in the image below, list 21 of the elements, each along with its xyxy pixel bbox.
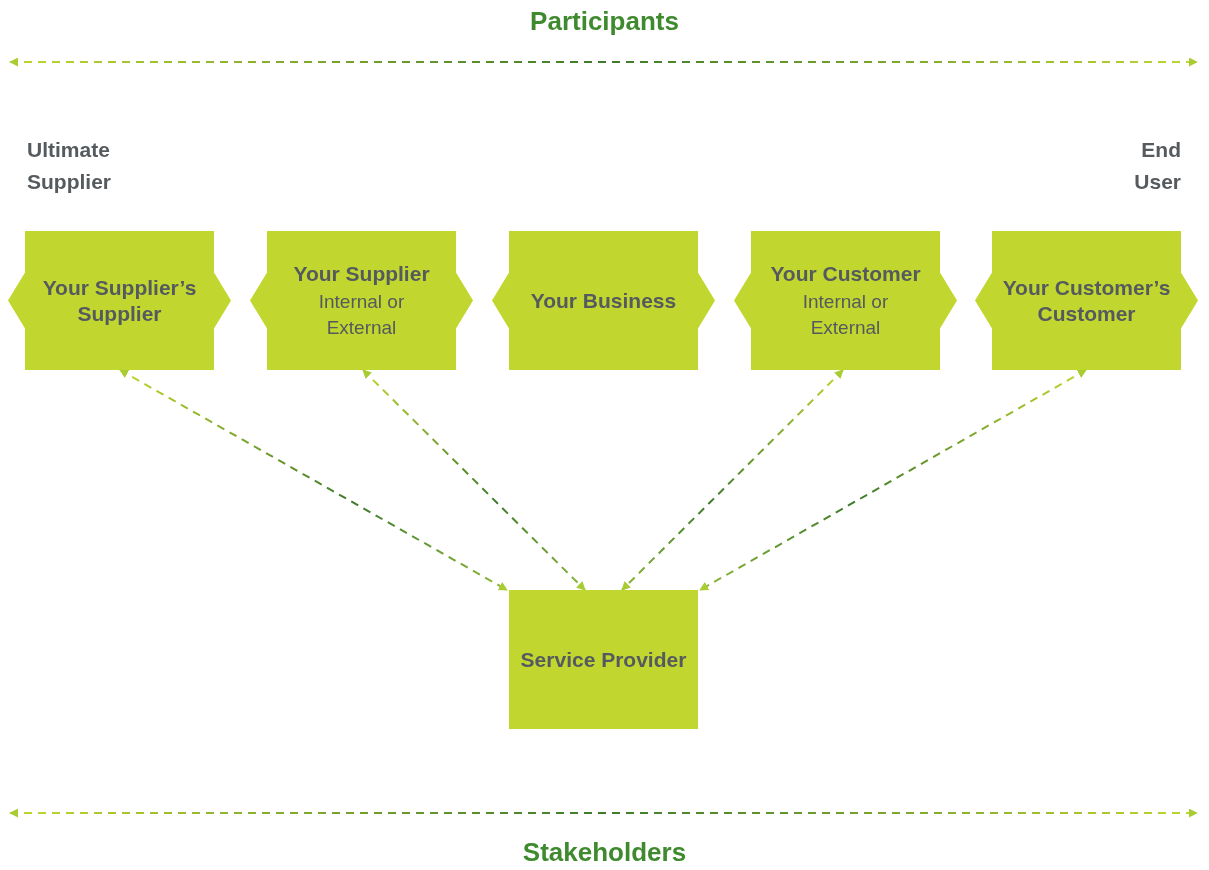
heading: Stakeholders xyxy=(522,837,687,868)
process-chevron-box xyxy=(250,231,473,370)
connector-arrow xyxy=(362,369,586,591)
process-chevron-box xyxy=(8,231,231,370)
connector-arrow xyxy=(119,369,508,591)
box-title: Your Supplier’s Supplier xyxy=(41,274,198,327)
connector-arrow xyxy=(699,369,1087,591)
side-label: End User xyxy=(1133,137,1181,195)
heading: Participants xyxy=(530,6,679,37)
box-subtitle: Internal or External xyxy=(801,289,890,340)
box-title: Your Customer xyxy=(770,260,921,287)
process-chevron-box xyxy=(734,231,957,370)
process-chevron-box xyxy=(492,231,715,370)
box-subtitle: Internal or External xyxy=(317,289,406,340)
box-title: Your Customer’s Customer xyxy=(1001,274,1172,327)
box-title: Your Supplier xyxy=(293,260,430,287)
connector-arrow xyxy=(621,369,844,591)
box-title: Service Provider xyxy=(520,646,687,673)
box-title: Your Business xyxy=(530,287,677,314)
side-label: Ultimate Supplier xyxy=(27,137,112,195)
process-chevron-box xyxy=(975,231,1198,370)
